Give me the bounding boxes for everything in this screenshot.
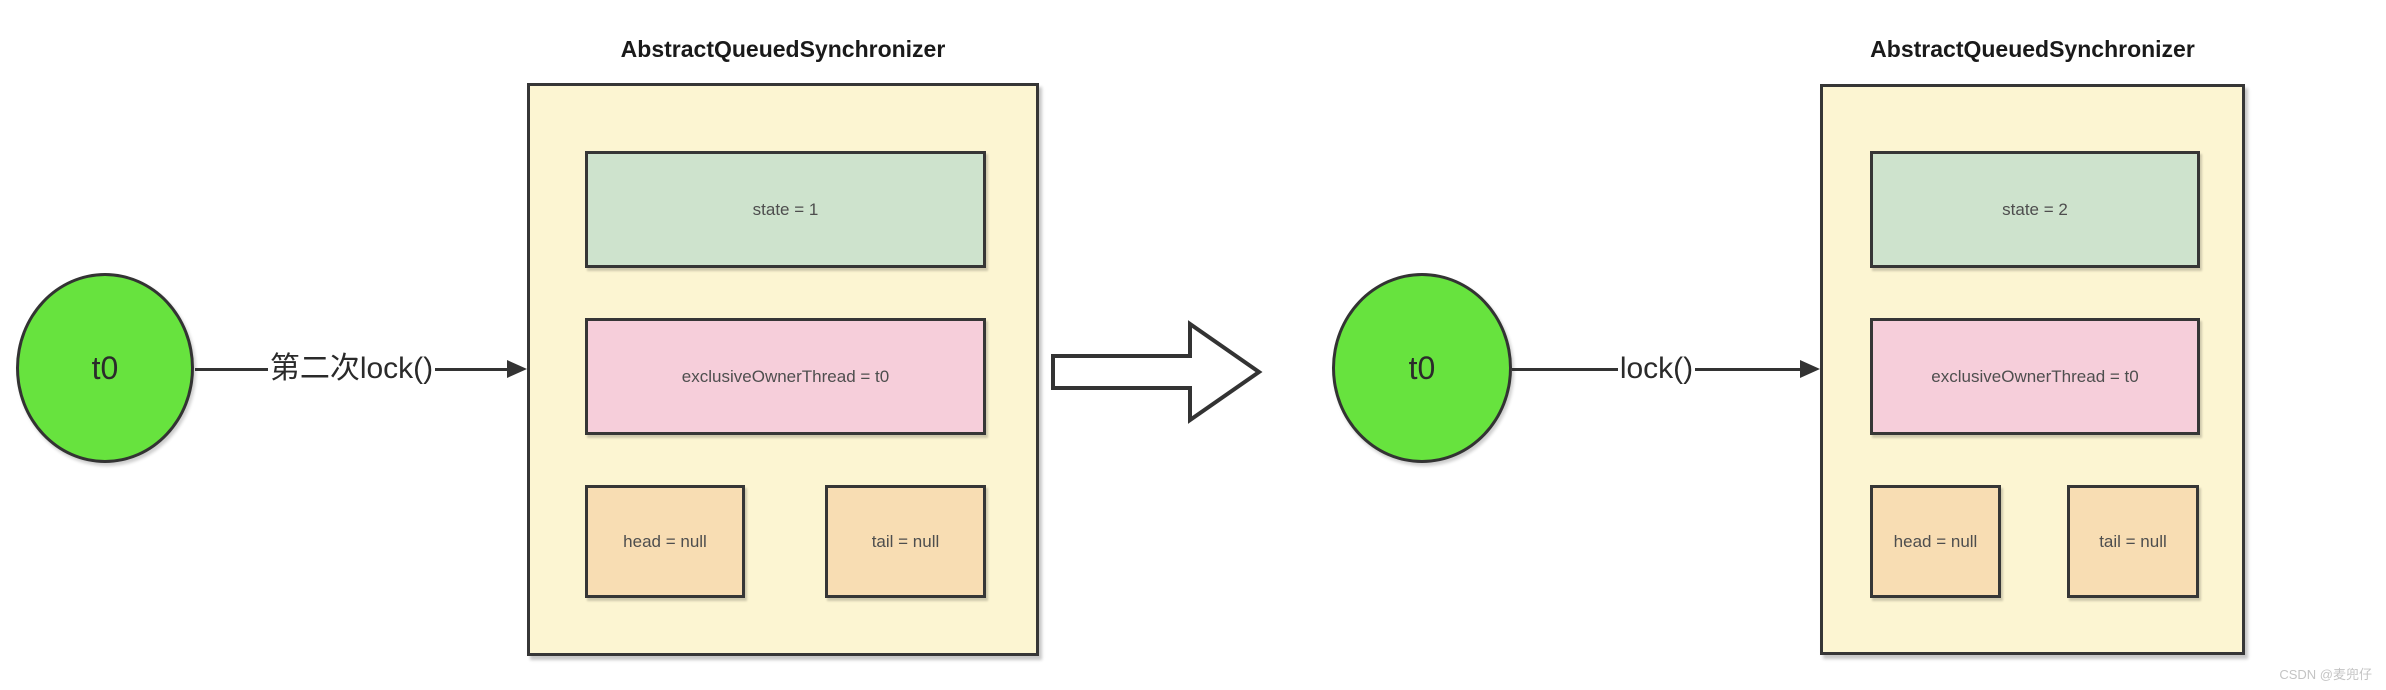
- watermark: CSDN @麦兜仔: [2279, 667, 2372, 682]
- invoke-arrow-left: 第二次lock(): [195, 344, 527, 394]
- state-box-right: state = 2: [1870, 151, 2200, 268]
- arrow-line-icon: [1512, 367, 1618, 371]
- aqs-title-right: AbstractQueuedSynchronizer: [1870, 36, 2195, 62]
- arrow-label-left: 第二次lock(): [269, 352, 434, 385]
- thread-label-right: t0: [1408, 349, 1436, 386]
- arrow-line-icon: [195, 367, 268, 371]
- thread-circle-left: t0: [16, 273, 194, 463]
- arrow-line-icon: [1695, 367, 1801, 371]
- arrowhead-icon: [1800, 360, 1820, 378]
- owner-box-left: exclusiveOwnerThread = t0: [585, 318, 986, 435]
- aqs-title-left: AbstractQueuedSynchronizer: [620, 36, 946, 62]
- thread-circle-right: t0: [1332, 273, 1512, 463]
- arrowhead-icon: [507, 360, 527, 378]
- aqs-container-left: state = 1 exclusiveOwnerThread = t0 head…: [527, 83, 1039, 656]
- state-box-left: state = 1: [585, 151, 986, 268]
- head-box-right: head = null: [1870, 485, 2001, 598]
- arrow-label-right: lock(): [1619, 352, 1694, 385]
- arrow-line-icon: [435, 367, 508, 371]
- head-box-left: head = null: [585, 485, 745, 598]
- owner-box-right: exclusiveOwnerThread = t0: [1870, 318, 2200, 435]
- aqs-container-right: state = 2 exclusiveOwnerThread = t0 head…: [1820, 84, 2245, 655]
- invoke-arrow-right: lock(): [1512, 344, 1820, 394]
- transition-arrow-icon: [1051, 320, 1263, 424]
- thread-label-left: t0: [91, 349, 119, 386]
- tail-box-right: tail = null: [2067, 485, 2199, 598]
- tail-box-left: tail = null: [825, 485, 986, 598]
